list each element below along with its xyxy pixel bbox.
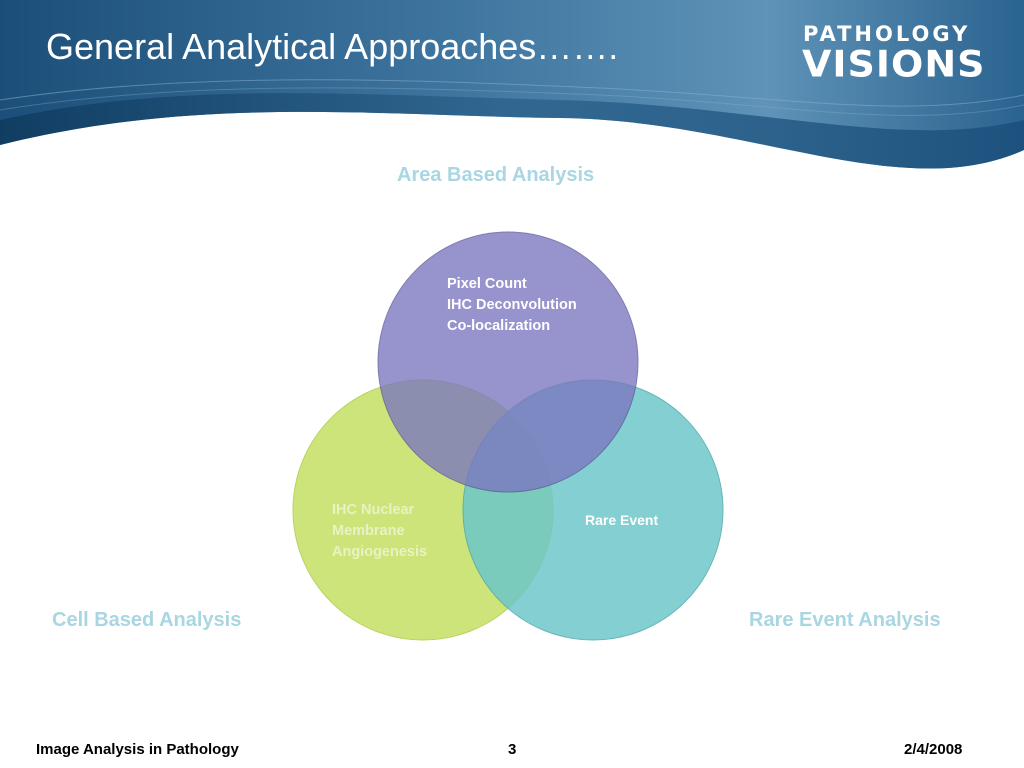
- rare-circle-text: Rare Event: [585, 510, 658, 531]
- cell-based-analysis-label: Cell Based Analysis: [52, 609, 242, 631]
- cell-item-angiogenesis: Angiogenesis: [332, 544, 428, 560]
- area-item-pixel-count: Pixel Count: [447, 276, 527, 292]
- cell-circle-text: IHC Nuclear Membrane Angiogenesis: [332, 500, 427, 563]
- area-item-ihc-deconvolution: IHC Deconvolution: [447, 297, 577, 313]
- area-circle-text: Pixel Count IHC Deconvolution Co-localiz…: [447, 274, 577, 337]
- slide-title: General Analytical Approaches…….: [46, 26, 619, 67]
- cell-item-ihc-nuclear: IHC Nuclear: [332, 502, 415, 518]
- area-item-co-localization: Co-localization: [447, 318, 551, 334]
- area-circle: [377, 231, 639, 493]
- pathology-visions-logo: PATHOLOGY VISIONS: [800, 22, 990, 86]
- footer-presentation-title: Image Analysis in Pathology: [36, 741, 239, 758]
- logo-line-1: PATHOLOGY: [803, 22, 971, 46]
- footer-date: 2/4/2008: [904, 741, 963, 758]
- area-based-analysis-label: Area Based Analysis: [397, 164, 595, 186]
- cell-item-membrane: Membrane: [332, 523, 405, 539]
- footer-page-number: 3: [508, 741, 517, 758]
- rare-item-rare-event: Rare Event: [585, 512, 659, 528]
- header-banner: [0, 0, 1024, 169]
- logo-line-2: VISIONS: [802, 43, 986, 85]
- rare-event-analysis-label: Rare Event Analysis: [749, 609, 941, 631]
